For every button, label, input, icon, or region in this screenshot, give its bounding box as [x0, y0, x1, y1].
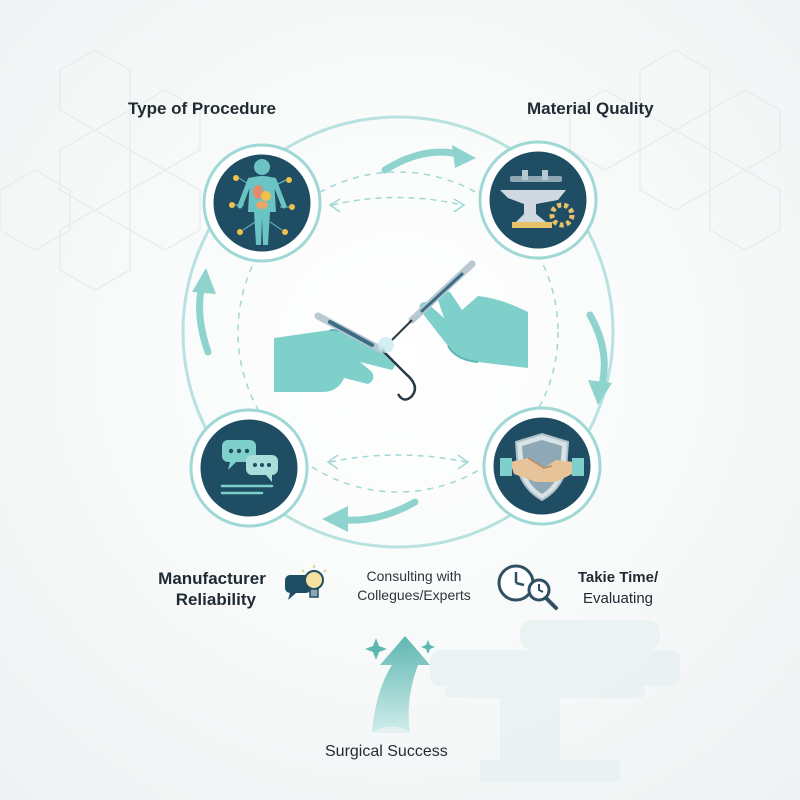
- node-material-quality: [478, 140, 598, 260]
- label-evaluating: Takie Time/ Evaluating: [563, 567, 673, 609]
- node-type-of-procedure: [202, 143, 322, 263]
- arrow-right-head: [588, 380, 612, 405]
- top-dashed-double-arrow: [328, 196, 466, 213]
- label-consulting: Consulting with Collegues/Experts: [339, 567, 489, 605]
- arrow-bottom-head: [322, 506, 348, 532]
- label-evaluating-line2: Evaluating: [582, 590, 654, 607]
- label-consulting-line2: Collegues/Experts: [357, 587, 471, 603]
- label-evaluating-line1: Takie Time/: [577, 569, 659, 586]
- speech-bubble-lightbulb-icon: [285, 565, 327, 600]
- label-manufacturer-line1: Manufacturer: [158, 569, 266, 588]
- inner-dashed-ring: [237, 171, 559, 493]
- arrow-bottom: [341, 498, 419, 524]
- bottom-dashed-double-arrow: [326, 454, 470, 470]
- label-manufacturer-reliability: Manufacturer Reliability: [154, 568, 270, 610]
- arrow-left: [196, 281, 212, 356]
- arrow-right: [586, 311, 608, 389]
- sparkle-icon: [365, 638, 435, 660]
- node-handshake: [482, 406, 602, 526]
- gloved-hands-surgical-tools-icon: [274, 260, 528, 401]
- node-manufacturer-reliability: [189, 408, 309, 528]
- arrow-top-head: [452, 145, 476, 168]
- label-consulting-line1: Consulting with: [366, 568, 462, 584]
- label-surgical-success: Surgical Success: [325, 743, 448, 760]
- chat-bubbles-icon: [220, 440, 278, 495]
- label-manufacturer-line2: Reliability: [175, 590, 256, 609]
- arrow-top: [381, 148, 466, 174]
- label-type-of-procedure: Type of Procedure: [128, 99, 276, 118]
- clock-magnifier-icon: [497, 564, 558, 610]
- label-material-quality: Material Quality: [527, 99, 654, 118]
- anvil-gear-icon: [500, 170, 575, 228]
- arrow-left-head: [192, 268, 216, 294]
- outer-cycle-ring: [181, 115, 615, 549]
- upward-arrow-icon: [365, 636, 435, 733]
- human-anatomy-icon: [229, 159, 295, 245]
- handshake-shield-icon: [500, 432, 584, 502]
